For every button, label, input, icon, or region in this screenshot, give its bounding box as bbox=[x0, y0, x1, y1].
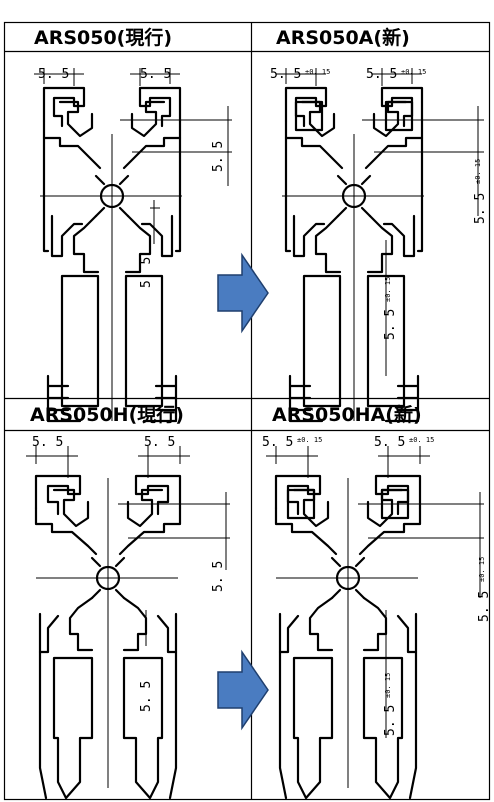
dim-top-left-tol-ars050a: ±0. 15 bbox=[305, 68, 330, 76]
profile-drawing-ars050 bbox=[33, 67, 232, 423]
dim-right-tol-ars050a: ±0. 15 bbox=[474, 159, 482, 184]
dim-right-ars050h: 5. 5 bbox=[211, 561, 226, 592]
dim-top-right-tol-ars050a: ±0. 15 bbox=[401, 68, 426, 76]
change-arrow-icon bbox=[217, 649, 269, 731]
dim-top-right-ars050a: 5. 5 bbox=[366, 67, 397, 82]
dim-center-ars050: 5. 5 bbox=[139, 257, 154, 288]
profile-drawing-ars050h bbox=[26, 446, 230, 800]
dim-right-tol-ars050ha: ±0. 15 bbox=[478, 557, 486, 582]
dim-right-ars050ha: 5. 5 bbox=[477, 591, 492, 622]
dim-top-left-ars050h: 5. 5 bbox=[32, 435, 63, 450]
dim-top-right-ars050ha: 5. 5 bbox=[374, 435, 405, 450]
dim-center-ars050ha: 5. 5 bbox=[383, 705, 398, 736]
dim-top-left-ars050: 5. 5 bbox=[38, 67, 69, 82]
dim-top-left-ars050a: 5. 5 bbox=[270, 67, 301, 82]
profile-drawing-ars050ha bbox=[266, 446, 484, 800]
dim-center-ars050h: 5. 5 bbox=[139, 681, 154, 712]
panel-title-ars050: ARS050(現行) bbox=[34, 26, 172, 49]
dim-center-ars050a: 5. 5 bbox=[383, 309, 398, 340]
profile-drawing-ars050a bbox=[275, 67, 484, 423]
dim-right-ars050a: 5. 5 bbox=[473, 193, 488, 224]
dim-top-right-ars050h: 5. 5 bbox=[144, 435, 175, 450]
dim-top-left-tol-ars050ha: ±0. 15 bbox=[297, 436, 322, 444]
dim-top-right-tol-ars050ha: ±0. 15 bbox=[409, 436, 434, 444]
dim-top-right-ars050: 5. 5 bbox=[140, 67, 171, 82]
dim-right-ars050: 5. 5 bbox=[211, 141, 226, 172]
dim-center-tol-ars050a: ±0. 15 bbox=[384, 277, 392, 302]
panel-title-ars050a: ARS050A(新) bbox=[276, 26, 410, 49]
dim-top-left-ars050ha: 5. 5 bbox=[262, 435, 293, 450]
dim-center-tol-ars050ha: ±0. 15 bbox=[384, 673, 392, 698]
change-arrow-icon bbox=[217, 252, 269, 334]
